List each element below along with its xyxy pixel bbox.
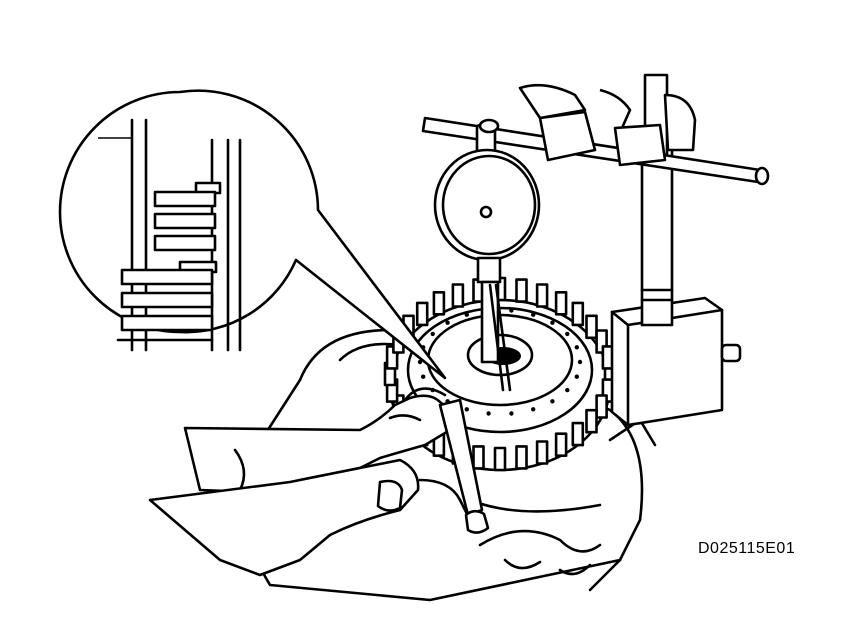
piston-hole [565, 387, 570, 393]
stand-post [640, 73, 697, 327]
drum-spline [554, 290, 568, 316]
piston-hole [417, 359, 423, 365]
figure-code: D025115E01 [698, 540, 796, 557]
drum-spline [515, 445, 528, 470]
magnetic-base [610, 296, 742, 427]
piston-hole [550, 399, 555, 404]
piston-hole [445, 320, 450, 325]
drum-spline [571, 301, 585, 327]
piston-hole [574, 345, 579, 350]
drum-spline [493, 446, 507, 472]
piston-hole [531, 407, 536, 412]
piston-hole [464, 312, 469, 317]
drum-spline [515, 278, 528, 303]
drum-spline [595, 329, 608, 354]
piston-hole [464, 407, 469, 412]
drum-spline [595, 394, 608, 419]
indicator-arm [421, 83, 770, 186]
drum-spline [585, 314, 598, 340]
dial-gauge [433, 118, 541, 392]
piston-hole [577, 359, 583, 365]
piston-hole [509, 411, 514, 416]
drum-spline [415, 301, 429, 327]
piston-hole [550, 320, 555, 325]
drum-spline [571, 421, 585, 447]
drum-spline [585, 408, 598, 434]
drum-spline [535, 440, 549, 465]
technician-hands [148, 387, 490, 577]
drum-spline [472, 445, 485, 470]
drum-spline [432, 290, 446, 316]
piston-hole [509, 308, 514, 313]
piston-hole [486, 411, 491, 416]
piston-hole [531, 312, 536, 317]
piston-hole [430, 331, 435, 337]
drum-spline [554, 432, 568, 458]
drum-spline [451, 283, 465, 308]
piston-hole [565, 331, 570, 337]
piston-hole [421, 374, 426, 379]
piston-hole [574, 374, 579, 379]
detail-magnifier [58, 89, 447, 380]
drum-spline [535, 283, 549, 308]
